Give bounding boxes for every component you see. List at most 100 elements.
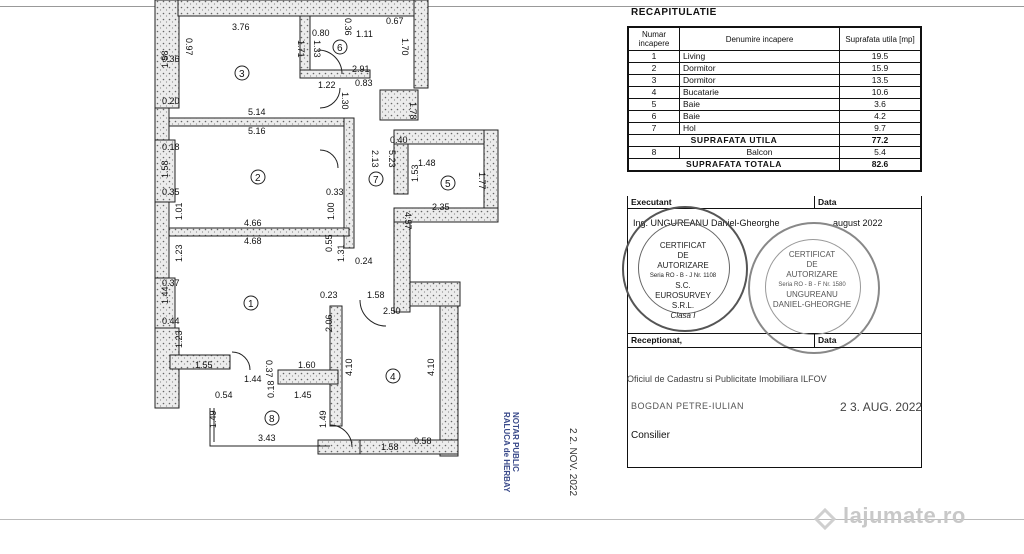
stamp-ungureanu <box>748 222 880 354</box>
executant-label: Executant <box>631 197 672 207</box>
receptionat-date-label: Data <box>818 335 837 345</box>
stamp-ungureanu-text: CERTIFICAT DE AUTORIZARE Seria RO - B - … <box>766 250 858 310</box>
stamp-line: S.R.L. <box>671 301 695 310</box>
row-number: 3 <box>628 74 680 87</box>
row-area: 15.9 <box>839 62 921 75</box>
header-name: Denumire incapere <box>679 27 840 51</box>
row-area: 10.6 <box>839 86 921 99</box>
dim-label: 1.58 <box>381 442 399 452</box>
dim-label: 1.01 <box>174 202 184 220</box>
balcony <box>209 408 330 447</box>
dim-label: 1.44 <box>244 374 262 384</box>
dim-label: 2.91 <box>352 64 370 74</box>
stamp-line: UNGUREANU <box>786 290 838 299</box>
notary-date: 2 2. NOV. 2022 <box>567 428 578 497</box>
floor-plan: 3 2 1 4 5 6 7 8 3.76 0.97 1.71 0.80 0.36… <box>154 0 499 457</box>
dim-label: 5.14 <box>248 107 266 117</box>
stamp-line: DE <box>806 260 818 269</box>
header-number: Numar incapere <box>628 27 680 51</box>
dim-label: 0.23 <box>320 290 338 300</box>
stamp-line: CERTIFICAT <box>659 241 707 250</box>
receptionat-label: Receptionat, <box>631 335 683 345</box>
row-name: Baie <box>679 110 840 123</box>
balcony-area: 5.4 <box>839 146 921 159</box>
row-number: 7 <box>628 122 680 135</box>
receptionat-section <box>627 333 922 468</box>
dim-label: 1.23 <box>174 244 184 262</box>
dim-label: 0.58 <box>414 436 432 446</box>
room-number-2: 2 <box>255 173 261 184</box>
balcony-row: 8 Balcon 5.4 <box>628 146 921 159</box>
dim-label: 2.13 <box>370 150 380 168</box>
useful-area-value: 77.2 <box>839 134 921 147</box>
row-name: Dormitor <box>679 74 840 87</box>
row-area: 3.6 <box>839 98 921 111</box>
row-area: 19.5 <box>839 50 921 63</box>
dim-label: 0.36 <box>162 54 180 64</box>
dim-label: 0.67 <box>386 16 404 26</box>
walls <box>154 0 499 457</box>
dim-label: 0.44 <box>162 316 180 326</box>
row-number: 5 <box>628 98 680 111</box>
row-name: Living <box>679 50 840 63</box>
dim-label: 4.68 <box>244 236 262 246</box>
header-area: Suprafata utila [mp] <box>839 27 921 51</box>
stamp-eurosurvey-inner <box>638 222 730 314</box>
bottom-border <box>0 519 1024 520</box>
door-swings <box>231 49 387 448</box>
lajumate-logo-icon <box>813 507 837 531</box>
room-number-7: 7 <box>373 175 379 186</box>
dim-label: 2.50 <box>383 306 401 316</box>
row-number: 4 <box>628 86 680 99</box>
dim-label: 0.40 <box>390 135 408 145</box>
dim-label: 0.18 <box>162 142 180 152</box>
dim-label: 5.16 <box>248 126 266 136</box>
room-number-1: 1 <box>248 299 254 310</box>
room-markers <box>234 39 456 426</box>
row-number: 1 <box>628 50 680 63</box>
dim-label: 0.35 <box>162 187 180 197</box>
room-number-8: 8 <box>269 414 275 425</box>
dim-label: 0.36 <box>343 18 353 36</box>
stamp-eurosurvey-text: CERTIFICAT DE AUTORIZARE Seria RO - B - … <box>640 241 726 321</box>
room-number-6: 6 <box>337 43 343 54</box>
dim-label: 0.33 <box>326 187 344 197</box>
dim-label: 1.23 <box>174 330 184 348</box>
dim-label: 1.48 <box>418 158 436 168</box>
stamp-eurosurvey <box>622 206 748 332</box>
dim-label: 0.80 <box>312 28 330 38</box>
row-name: Bucatarie <box>679 86 840 99</box>
dim-label: 4.66 <box>244 218 262 228</box>
stamp-line: S.C. <box>675 281 691 290</box>
receptionat-header-line <box>627 347 922 348</box>
dim-label: 1.33 <box>312 40 322 58</box>
dim-label: 0.97 <box>184 38 194 56</box>
recap-title: RECAPITULATIE <box>631 7 717 18</box>
dim-label: 2.35 <box>432 202 450 212</box>
receptionat-date: 2 3. AUG. 2022 <box>840 400 923 414</box>
stamp-line: CERTIFICAT <box>788 250 836 259</box>
notary-line: NOTAR PUBLIC <box>511 412 520 472</box>
executant-date: august 2022 <box>833 218 883 228</box>
dim-label: 1.58 <box>367 290 385 300</box>
dim-label: 4.57 <box>403 212 413 230</box>
executant-header-line <box>627 208 922 209</box>
row-name: Hol <box>679 122 840 135</box>
dim-label: 4.10 <box>344 358 354 376</box>
dim-label: 2.06 <box>324 314 334 332</box>
total-area-row: SUPRAFATA TOTALA 82.6 <box>628 158 921 171</box>
dim-label: 1.71 <box>296 40 306 58</box>
dim-label: 5.23 <box>387 150 397 168</box>
dim-label: 3.43 <box>258 433 276 443</box>
dim-label: 1.45 <box>294 390 312 400</box>
dim-label: 1.49 <box>318 410 328 428</box>
dim-label: 4.10 <box>426 358 436 376</box>
dim-label: 1.70 <box>400 38 410 56</box>
dim-label: 1.58 <box>160 160 170 178</box>
stamp-line: DE <box>677 251 689 260</box>
